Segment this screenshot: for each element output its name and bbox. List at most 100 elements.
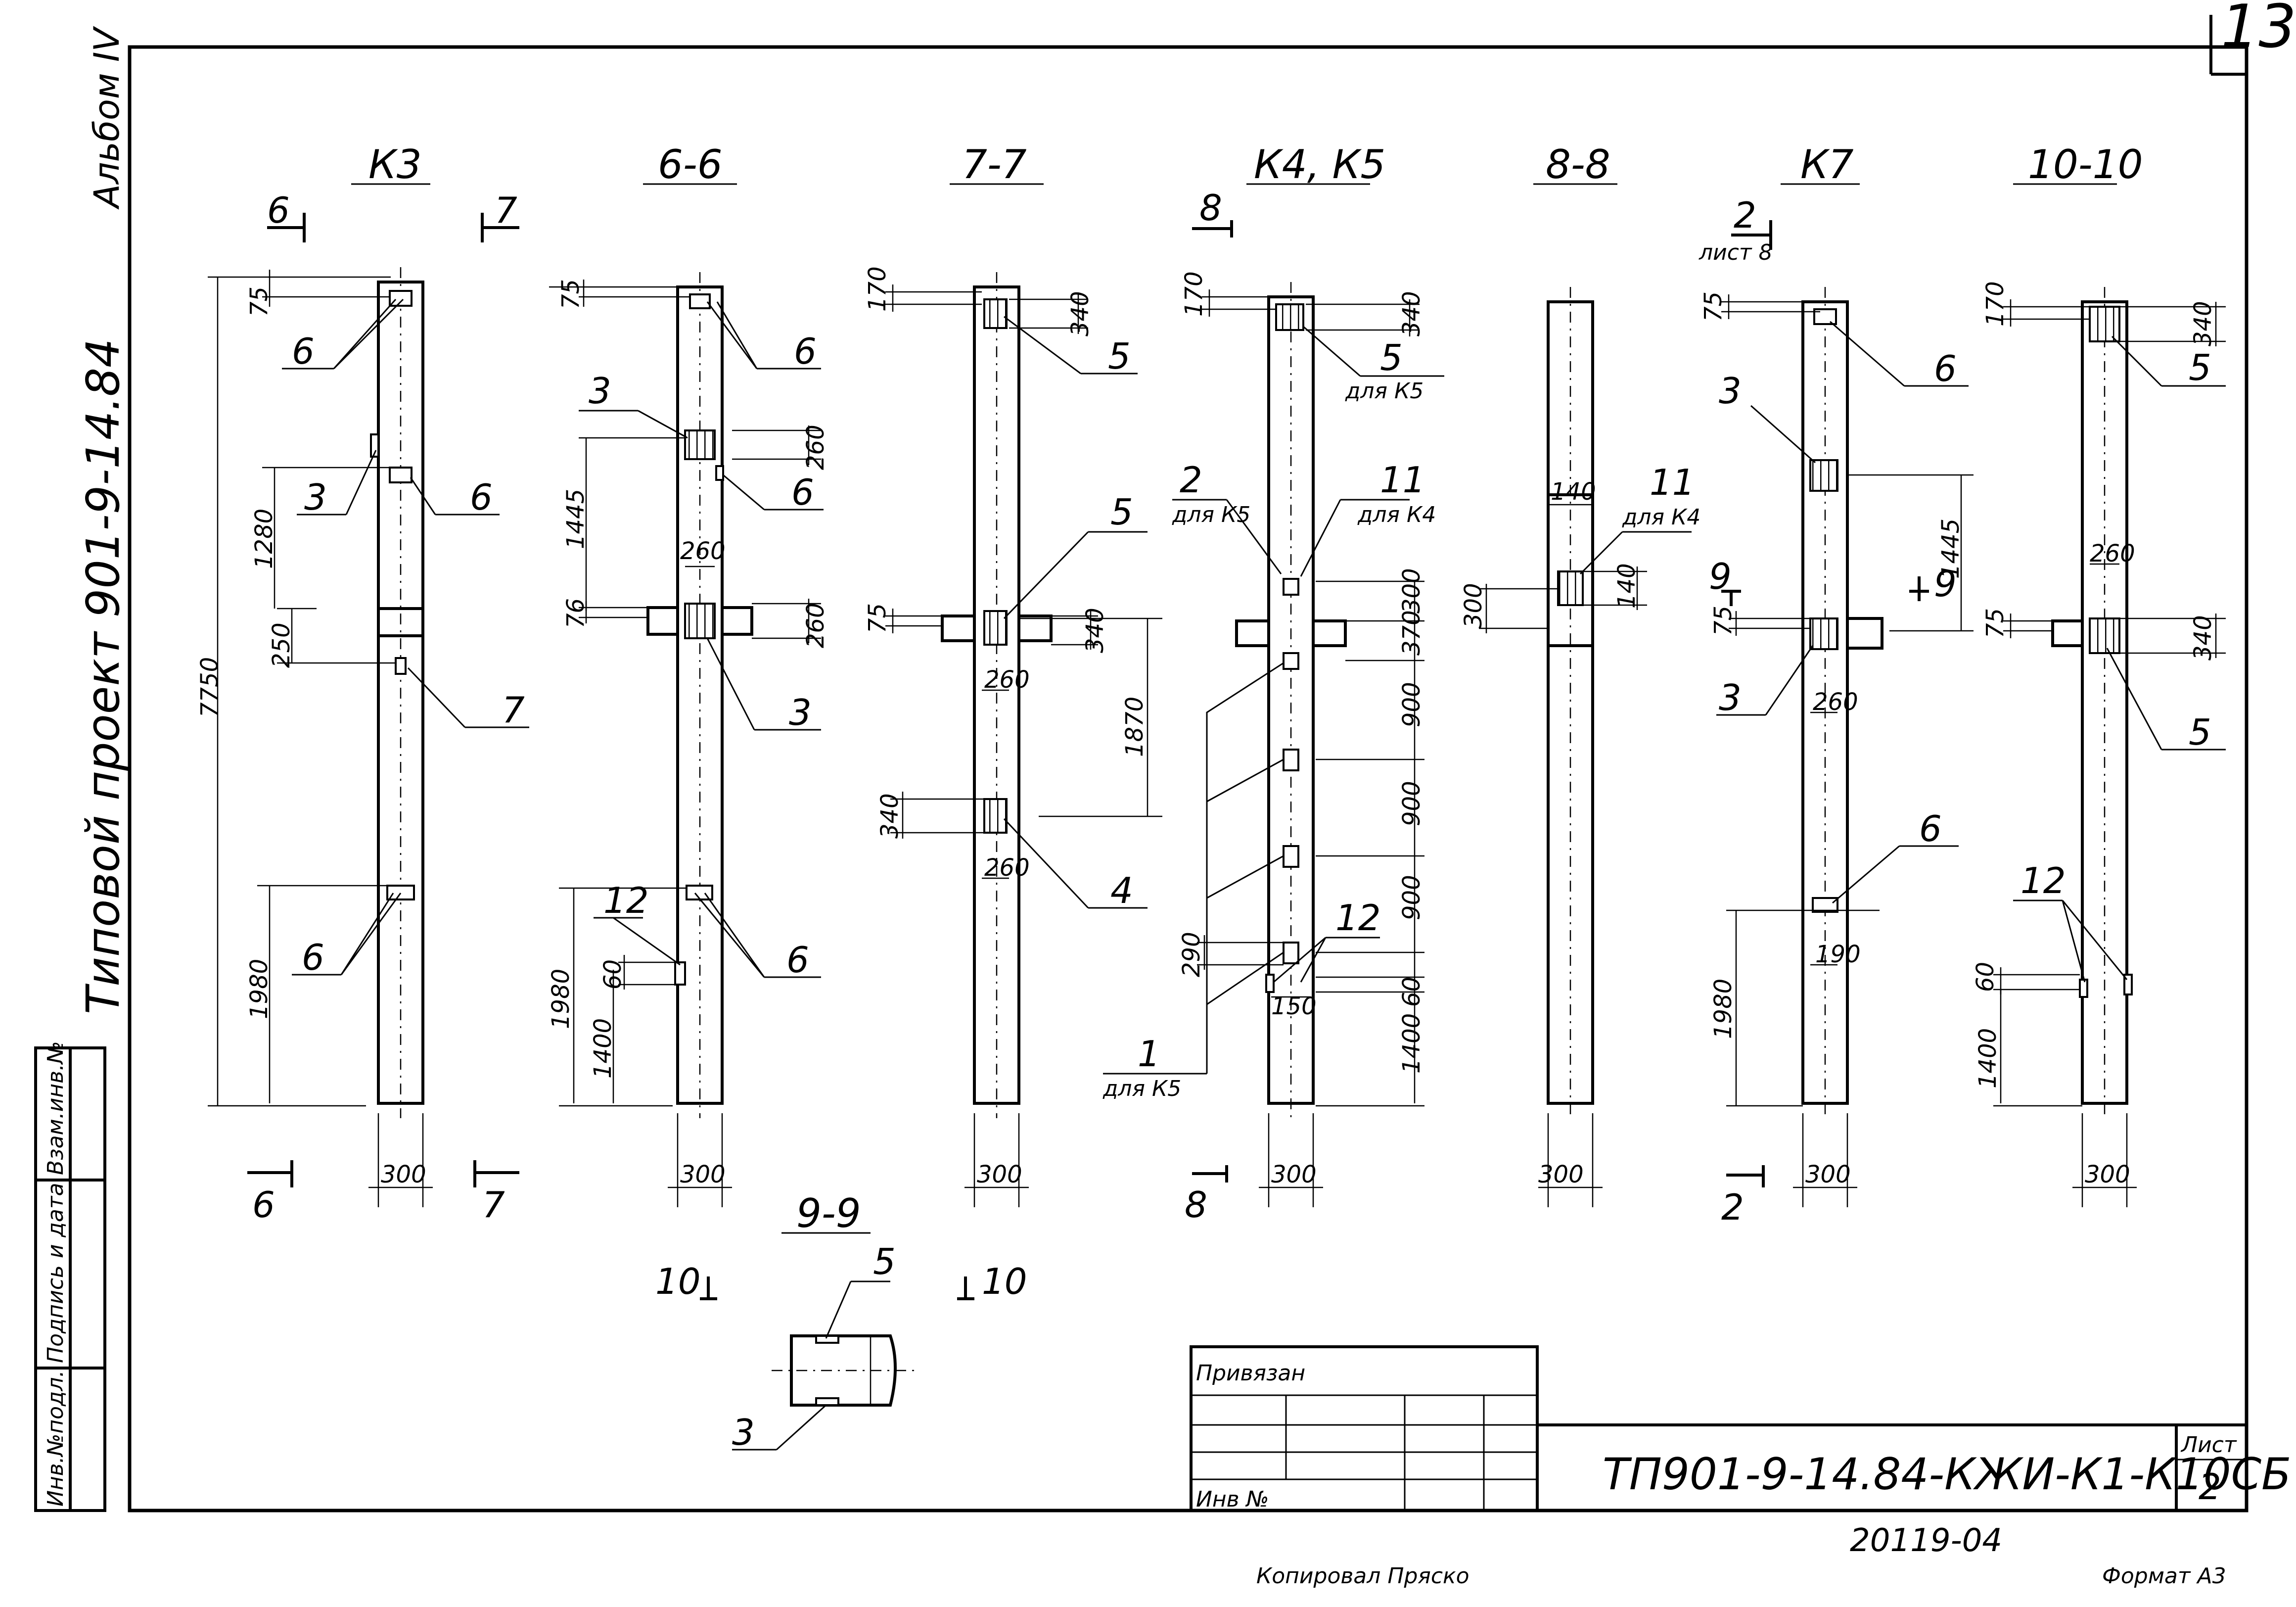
- section-mark-k3-7-top: 7: [495, 189, 517, 231]
- callout-77-4: 4: [1110, 870, 1133, 911]
- callout-k7-3a: 3: [1719, 370, 1742, 412]
- dim-k7-1980: 1980: [1709, 979, 1737, 1039]
- album-label: Альбом IV: [87, 26, 127, 210]
- dim-k7-75b: 75: [1709, 606, 1737, 636]
- dim-k3-75: 75: [245, 286, 273, 317]
- dim-66-300: 300: [680, 1161, 726, 1188]
- dim-1010-340a: 340: [2189, 301, 2217, 346]
- callout-k45-12: 12: [1335, 897, 1381, 939]
- dim-77-340c: 340: [876, 793, 904, 839]
- section-mark-99-right: 10: [982, 1261, 1027, 1302]
- dim-66-60: 60: [599, 959, 627, 990]
- sheet-number: 2: [2199, 1466, 2221, 1508]
- dim-66-260c: 260: [802, 603, 829, 648]
- view-title: 7-7: [962, 142, 1027, 188]
- dim-88-300b: 300: [1538, 1161, 1584, 1188]
- dim-k7-1445: 1445: [1937, 519, 1965, 579]
- view-k7: К7 75 1445 75 260 190 1980 300: [1699, 142, 1974, 1228]
- dim-k3-250: 250: [268, 622, 295, 668]
- callout-k45-5: 5: [1380, 337, 1403, 378]
- dim-66-1445: 1445: [562, 489, 590, 549]
- dim-66-76: 76: [562, 598, 590, 628]
- dim-k45-290: 290: [1178, 932, 1205, 977]
- callout-88-11-note: для К4: [1622, 505, 1700, 530]
- dim-k45-900c: 900: [1398, 875, 1425, 920]
- callout-k3-3: 3: [304, 476, 327, 518]
- dim-77-340b: 340: [1081, 608, 1109, 653]
- dim-66-1980: 1980: [547, 969, 575, 1029]
- view-7-7: 7-7 170 340 75 340 260 1870 340: [864, 142, 1162, 1207]
- callout-k45-11-note: для К4: [1357, 502, 1436, 527]
- dim-1010-60: 60: [1972, 962, 1999, 992]
- dim-k45-1400: 1400: [1398, 1013, 1425, 1074]
- format-label: Формат А3: [2102, 1563, 2226, 1589]
- dim-k45-370: 370: [1398, 610, 1425, 656]
- view-9-9: 9-9 5 3 10 10: [655, 1190, 1027, 1453]
- dim-1010-340b: 340: [2189, 615, 2217, 661]
- dim-k45-170: 170: [1180, 271, 1208, 317]
- section-mark-k3-7-bottom: 7: [482, 1184, 505, 1226]
- dim-88-140b: 140: [1613, 563, 1641, 609]
- dim-k7-190: 190: [1815, 941, 1861, 968]
- dim-1010-260: 260: [2090, 540, 2135, 567]
- view-title: К7: [1800, 142, 1854, 188]
- project-label: Типовой проект 901-9-14.84: [77, 338, 130, 1014]
- dim-77-340a: 340: [1066, 291, 1094, 336]
- section-mark-99-left: 10: [655, 1261, 701, 1302]
- inv-no-label: Инв №: [1196, 1487, 1269, 1512]
- view-title: 8-8: [1546, 142, 1610, 188]
- callout-1010-5b: 5: [2189, 711, 2211, 753]
- sheet-label: Лист: [2180, 1432, 2237, 1458]
- callout-k3-6a: 6: [292, 331, 315, 372]
- callout-1010-12: 12: [2020, 860, 2066, 901]
- view-6-6: 6-6 75 1445 260 260 76 260: [547, 142, 829, 1207]
- dim-k45-150: 150: [1271, 993, 1317, 1020]
- dim-66-260a: 260: [680, 537, 726, 565]
- dim-1010-75: 75: [1981, 608, 2009, 638]
- callout-k45-1: 1: [1138, 1033, 1160, 1075]
- callout-k7-6a: 6: [1934, 348, 1957, 389]
- view-8-8: 8-8 140 300 140 300 11 для К4: [1460, 142, 1700, 1207]
- callout-99-3: 3: [732, 1412, 755, 1453]
- dim-k45-300: 300: [1398, 568, 1425, 614]
- section-mark-k3-6-bottom: 6: [252, 1184, 275, 1226]
- callout-66-6b: 6: [791, 472, 814, 513]
- callout-k45-5-note: для К5: [1345, 378, 1424, 404]
- dim-k45-340: 340: [1398, 291, 1425, 336]
- section-mark-k7-9-right: 9: [1934, 563, 1957, 605]
- dim-1010-170: 170: [1981, 281, 2009, 327]
- view-title: 9-9: [796, 1190, 861, 1236]
- stamp-signature-date: Подпись и дата: [43, 1183, 68, 1363]
- page-number: 13: [2221, 0, 2296, 61]
- stamp-inv-podl: Инв.№подл.: [43, 1370, 68, 1507]
- view-title: К3: [368, 142, 422, 188]
- callout-k45-2: 2: [1180, 459, 1202, 501]
- dim-1010-300: 300: [2085, 1161, 2130, 1188]
- dim-k7-260: 260: [1813, 688, 1858, 716]
- section-mark-k7-sheet: лист 8: [1699, 240, 1773, 265]
- dim-77-260b: 260: [984, 854, 1030, 882]
- section-mark-k7-9-left: 9: [1709, 556, 1732, 597]
- dim-k45-900b: 900: [1398, 781, 1425, 826]
- view-10-10: 10-10 170 340 260 75 340 60 1400: [1972, 142, 2226, 1207]
- callout-k7-3b: 3: [1719, 677, 1742, 718]
- dim-k3-7750: 7750: [196, 657, 224, 717]
- callout-66-3a: 3: [589, 370, 611, 412]
- dim-k3-1980: 1980: [245, 959, 273, 1019]
- section-mark-k45-top: 8: [1199, 187, 1222, 229]
- dim-77-1870: 1870: [1121, 697, 1148, 757]
- callout-k7-6b: 6: [1919, 808, 1942, 850]
- copied-by: Копировал Пряско: [1256, 1563, 1469, 1589]
- dim-66-75: 75: [557, 279, 585, 309]
- view-title: 6-6: [658, 142, 723, 188]
- doc-number: 20119-04: [1850, 1522, 2002, 1559]
- view-k3: К3 75 1280 250 7750 1980 300: [196, 142, 529, 1226]
- view-title: К4, К5: [1254, 142, 1385, 188]
- callout-k3-7: 7: [502, 689, 525, 731]
- dim-88-140a: 140: [1551, 478, 1596, 506]
- callout-1010-5a: 5: [2189, 347, 2211, 388]
- section-mark-k3-6-top: 6: [267, 189, 290, 231]
- callout-66-6c: 6: [786, 939, 809, 981]
- dim-k45-300b: 300: [1271, 1161, 1317, 1188]
